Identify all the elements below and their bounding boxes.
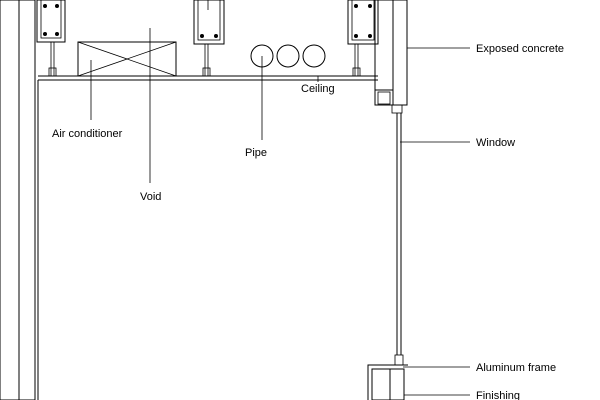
label-air-conditioner: Air conditioner (52, 128, 123, 140)
label-aluminum-frame: Aluminum frame (476, 362, 556, 374)
right-wall-lower (367, 354, 408, 400)
beam-middle (193, 0, 225, 45)
air-conditioner (77, 41, 177, 77)
leader-lines (90, 28, 470, 396)
label-ceiling: Ceiling (301, 83, 335, 95)
left-wall (0, 0, 39, 400)
right-wall-upper (374, 0, 408, 114)
window (396, 113, 402, 355)
beam-right (347, 0, 379, 45)
label-exposed-concrete: Exposed concrete (476, 43, 564, 55)
beam-left (36, 0, 66, 43)
label-void: Void (140, 191, 161, 203)
label-window: Window (476, 137, 515, 149)
ceiling (38, 42, 378, 81)
label-finishing: Finishing (476, 390, 520, 400)
label-pipe: Pipe (245, 147, 267, 159)
